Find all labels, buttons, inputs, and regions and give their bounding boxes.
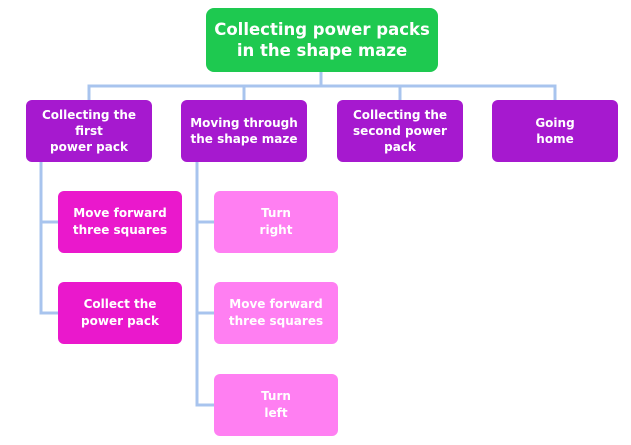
branch-label: Moving through the shape maze	[190, 116, 298, 146]
step-node-collect-power-pack: Collect the power pack	[58, 282, 182, 344]
branch-node-shape-maze: Moving through the shape maze	[181, 100, 307, 162]
branch-node-first-power-pack: Collecting the first power pack	[26, 100, 152, 162]
root-node: Collecting power packs in the shape maze	[206, 8, 438, 72]
step-label: Move forward three squares	[228, 297, 324, 328]
branch-label: Going home	[535, 116, 575, 146]
step-label: Turn right	[259, 206, 293, 237]
branch-label: Collecting the first power pack	[41, 108, 137, 154]
branch-label: Collecting the second power pack	[352, 108, 448, 154]
root-label: Collecting power packs in the shape maze	[214, 20, 430, 60]
step-node-turn-left: Turn left	[214, 374, 338, 436]
step-node-move-forward: Move forward three squares	[58, 191, 182, 253]
branch-node-going-home: Going home	[492, 100, 618, 162]
step-label: Collect the power pack	[81, 297, 159, 328]
step-node-turn-right: Turn right	[214, 191, 338, 253]
step-node-move-forward-maze: Move forward three squares	[214, 282, 338, 344]
step-label: Move forward three squares	[72, 206, 168, 237]
branch-node-second-power-pack: Collecting the second power pack	[337, 100, 463, 162]
step-label: Turn left	[261, 389, 291, 420]
